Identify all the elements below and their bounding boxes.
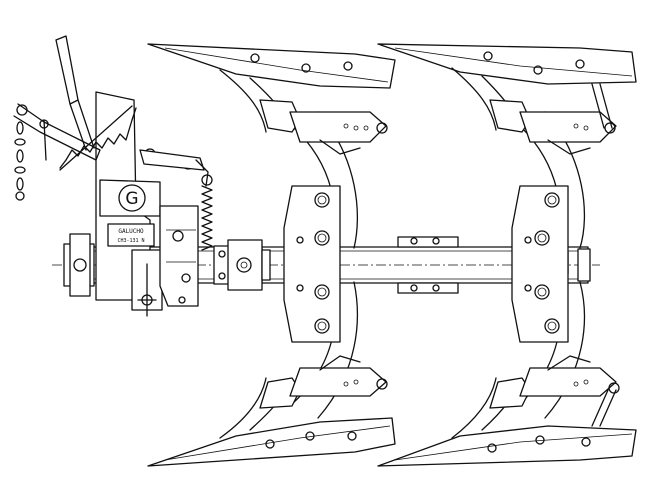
vertical-spring <box>201 174 213 251</box>
mouldboard-top-rear <box>377 43 637 155</box>
chain <box>14 121 26 201</box>
mouldboard-bottom-rear <box>377 355 637 467</box>
brand-letter: G <box>125 189 138 209</box>
plate-line-1: GALUCHO <box>118 228 144 235</box>
beam-link <box>213 239 271 291</box>
mouldboard-bottom-front <box>147 355 396 467</box>
headstock: G GALUCHO CH3-131 N <box>63 91 209 317</box>
brand-g-emblem: G <box>118 184 146 212</box>
name-plate: GALUCHO CH3-131 N <box>107 223 155 247</box>
standard-front <box>283 111 358 419</box>
mouldboard-top-front <box>147 43 396 155</box>
diagonal-spring <box>59 105 137 171</box>
hitch-lever <box>13 35 101 161</box>
plate-line-2: CH3-131 N <box>117 238 144 244</box>
